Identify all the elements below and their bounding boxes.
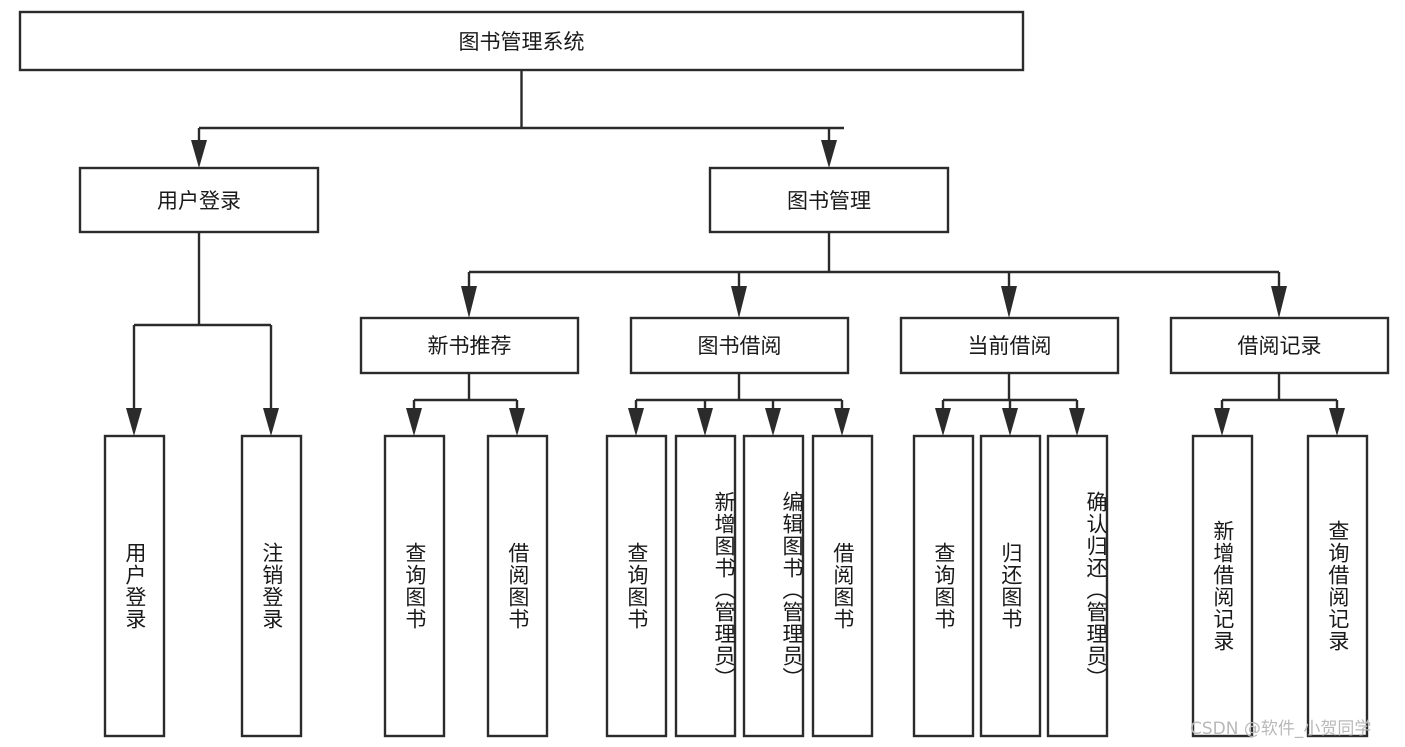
node-leaf-query-record[interactable] xyxy=(1306,434,1369,738)
arrow-head-leaf-edit-book xyxy=(765,408,781,436)
arrow-head-current-borrow xyxy=(1001,286,1017,318)
node-root[interactable] xyxy=(18,10,1025,72)
node-new-book-recommend-label: 新书推荐 xyxy=(428,334,512,358)
node-leaf-edit-book[interactable] xyxy=(742,434,805,738)
node-book-management-label: 图书管理 xyxy=(787,189,871,213)
node-leaf-add-record[interactable] xyxy=(1191,434,1254,738)
node-leaf-query-book-2[interactable] xyxy=(605,434,668,738)
node-leaf-add-book[interactable] xyxy=(674,434,737,738)
arrow-head-leaf-add-record xyxy=(1214,408,1230,436)
node-user-login[interactable] xyxy=(78,166,320,234)
node-leaf-return-book[interactable] xyxy=(979,434,1042,738)
arrow-head-book-borrow xyxy=(731,286,747,318)
arrow-head-leaf-query-record xyxy=(1329,408,1345,436)
node-current-borrow[interactable] xyxy=(899,316,1120,375)
arrow-head-leaf-user-logout xyxy=(263,408,279,436)
arrow-head-user-login xyxy=(191,140,207,168)
arrow-head-book-management xyxy=(821,140,837,168)
node-layer: 图书管理系统 用户登录 图书管理 新书推荐 图书借阅 当前借阅 借阅记录 xyxy=(18,10,1390,738)
arrow-head-leaf-borrow-book-1 xyxy=(509,408,525,436)
arrow-head-leaf-user-login xyxy=(126,408,142,436)
node-leaf-user-logout[interactable] xyxy=(240,434,303,738)
node-book-borrow-label: 图书借阅 xyxy=(698,334,782,358)
arrow-head-new-book-recommend xyxy=(461,286,477,318)
watermark-text: CSDN @软件_小贺同学 xyxy=(1190,719,1372,739)
node-borrow-record[interactable] xyxy=(1169,316,1390,375)
node-leaf-borrow-book-1[interactable] xyxy=(486,434,549,738)
arrow-head-borrow-record xyxy=(1271,286,1287,318)
arrow-head-leaf-query-book-2 xyxy=(628,408,644,436)
connector-layer xyxy=(126,70,1345,436)
node-current-borrow-label: 当前借阅 xyxy=(968,334,1052,358)
node-book-management[interactable] xyxy=(708,166,950,234)
node-leaf-query-book-3[interactable] xyxy=(912,434,975,738)
node-user-login-label: 用户登录 xyxy=(157,189,241,213)
arrow-head-leaf-return-book xyxy=(1002,408,1018,436)
node-root-label: 图书管理系统 xyxy=(459,30,585,54)
node-leaf-borrow-book-2[interactable] xyxy=(811,434,874,738)
arrow-head-leaf-confirm-return xyxy=(1069,408,1085,436)
arrow-head-leaf-add-book xyxy=(697,408,713,436)
node-leaf-user-login[interactable] xyxy=(103,434,166,738)
node-leaf-query-book-1[interactable] xyxy=(383,434,446,738)
node-leaf-confirm-return[interactable] xyxy=(1046,434,1109,738)
arrow-head-leaf-borrow-book-2 xyxy=(834,408,850,436)
node-book-borrow[interactable] xyxy=(629,316,850,375)
arrow-head-leaf-query-book-1 xyxy=(406,408,422,436)
arrow-head-leaf-query-book-3 xyxy=(935,408,951,436)
node-new-book-recommend[interactable] xyxy=(359,316,580,375)
node-borrow-record-label: 借阅记录 xyxy=(1238,334,1322,358)
